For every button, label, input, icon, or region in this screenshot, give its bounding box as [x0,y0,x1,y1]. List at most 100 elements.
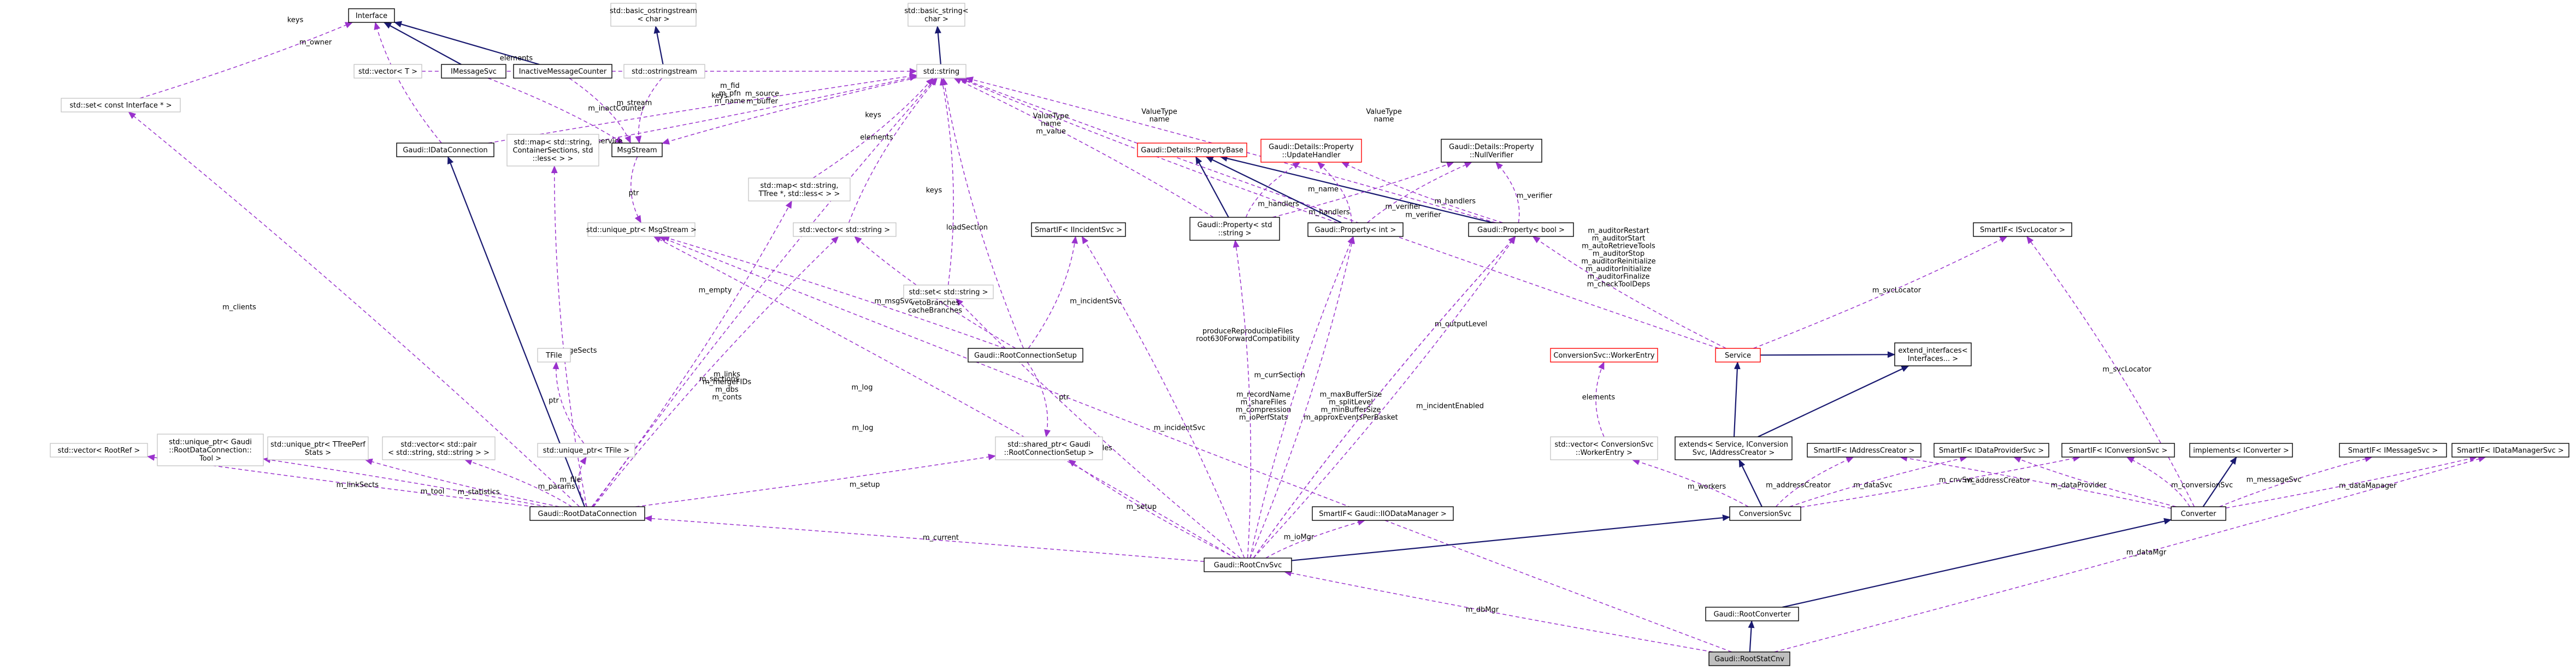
class-node-smartif-iincidentsvc[interactable]: SmartIF< IIncidentSvc > [1031,222,1126,237]
class-node-rootdataconnection[interactable]: Gaudi::RootDataConnection [529,506,645,521]
class-node-unique-ptr-msgstream[interactable]: std::unique_ptr< MsgStream > [586,222,697,237]
class-node-tfile[interactable]: TFile [537,348,571,363]
class-node-rootconnectionsetup[interactable]: Gaudi::RootConnectionSetup [968,348,1083,363]
usage-edge-converter-to-smartif_imessagesvc [2219,455,2373,507]
class-node-box [1312,506,1454,521]
class-node-property-bool[interactable]: Gaudi::Property< bool > [1468,222,1574,237]
class-node-label: SmartIF< IConversionSvc > [2069,447,2168,455]
class-node-rootcnvsvc[interactable]: Gaudi::RootCnvSvc [1204,558,1292,572]
usage-edge-property_bool-to-string [965,76,1496,223]
usage-edge-converter-to-smartif_idatamanagersvc [2225,455,2478,509]
class-node-inactive-message-counter[interactable]: InactiveMessageCounter [513,64,612,79]
edge-label-m-log-conn: m_log [852,424,874,432]
edge-label-m-linksects: m_linkSects [337,481,379,489]
edge-label-m-params: m_params [538,483,575,491]
class-node-unique-ptr-tool[interactable]: std::unique_ptr< Gaudi::RootDataConnecti… [157,434,264,466]
edge-label-m-addresscreator-1: m_addressCreator [1766,482,1831,490]
class-node-rootconverter[interactable]: Gaudi::RootConverter [1705,607,1799,621]
class-node-imessagesvc[interactable]: IMessageSvc [441,64,506,79]
class-node-implements-iconverter[interactable]: implements< IConverter > [2189,443,2293,458]
class-node-details-nullverifier[interactable]: Gaudi::Details::Property::NullVerifier [1441,139,1542,163]
class-node-box [1204,558,1292,572]
class-node-details-propertybase[interactable]: Gaudi::Details::PropertyBase [1137,143,1247,157]
class-node-vector-string[interactable]: std::vector< std::string > [793,222,897,237]
class-node-smartif-iaddresscreator[interactable]: SmartIF< IAddressCreator > [1807,443,1921,458]
usage-edge-vector_workerentry-to-conversionsvc_workerentry [1595,361,1605,437]
class-node-map-ttree[interactable]: std::map< std::string,TTree *, std::less… [748,177,851,201]
class-node-basic-ostringstream[interactable]: std::basic_ostringstream< char > [610,3,697,27]
class-node-conversionsvc[interactable]: ConversionSvc [1729,506,1801,521]
edge-label-m-iomgr: m_ioMgr [1284,533,1314,542]
class-node-label: implements< IConverter > [2193,447,2289,455]
usage-edge-service-to-smartif_isvclocator [1753,236,2008,349]
class-node-label: std::basic_string<char > [904,7,968,23]
class-node-box [1894,342,1972,366]
class-node-box [506,134,599,167]
class-node-conversionsvc-workerentry[interactable]: ConversionSvc::WorkerEntry [1550,348,1658,363]
class-node-idataconnection[interactable]: Gaudi::IDataConnection [396,143,494,157]
usage-edge-rootcnvsvc-to-shared_ptr_rootconnectionsetup [1068,459,1237,559]
class-node-smartif-imessagesvc[interactable]: SmartIF< IMessageSvc > [2339,443,2447,458]
class-node-unique-ptr-tfile[interactable]: std::unique_ptr< TFile > [537,443,635,458]
class-node-string[interactable]: std::string [916,64,966,79]
usage-edge-vector_string-to-string [848,78,938,223]
usage-edge-conversionsvc-to-smartif_iaddresscreator [1775,456,1854,507]
class-node-box [157,434,264,466]
class-node-box [903,284,994,299]
class-node-msgstream[interactable]: MsgStream [611,143,663,157]
usage-edge-rootdataconnection-to-unique_ptr_ttreeperf [364,458,559,507]
edge-label-ptr-msgstream: ptr [629,189,639,198]
class-node-smartif-idatamanagersvc[interactable]: SmartIF< IDataManagerSvc > [2451,443,2569,458]
class-node-smartif-isvclocator[interactable]: SmartIF< ISvcLocator > [1973,222,2072,237]
edge-label-m-datamgr: m_dataMgr [2126,549,2167,557]
usage-edge-property_string-to-details_nullverifier [1272,161,1454,218]
class-node-map-containersections[interactable]: std::map< std::string,ContainerSections,… [506,134,599,167]
class-node-rootstatcnv[interactable]: Gaudi::RootStatCnv [1708,651,1790,666]
usage-edge-rootcnvsvc-to-property_int [1249,236,1354,559]
class-node-vector-pair[interactable]: std::vector< std::pair< std::string, std… [382,436,496,460]
usage-edge-conversionsvc-to-smartif_idataprovidersvc [1789,455,1968,507]
class-node-basic-string[interactable]: std::basic_string<char > [904,3,969,27]
class-node-label: std::basic_ostringstream< char > [610,7,697,23]
class-node-smartif-iconversionsvc[interactable]: SmartIF< IConversionSvc > [2061,443,2175,458]
class-node-label: std::vector< std::pair< std::string, std… [388,441,490,457]
class-node-vector-rootref[interactable]: std::vector< RootRef > [50,443,148,458]
class-node-set-const-interface[interactable]: std::set< const Interface * > [61,98,181,112]
class-node-converter[interactable]: Converter [2171,506,2226,521]
class-node-box [907,3,965,27]
usage-edge-rootdataconnection-to-map_containersections [551,165,587,507]
class-node-vector-t[interactable]: std::vector< T > [353,64,422,79]
class-node-extend-interfaces[interactable]: extend_interfaces<Interfaces... > [1894,342,1972,366]
class-node-box [537,443,635,458]
usage-edge-rootcnvsvc-to-property_bool [1253,236,1516,559]
class-node-box [587,222,695,237]
class-node-ostringstream[interactable]: std::ostringstream [623,64,705,79]
class-node-label: Gaudi::IDataConnection [403,146,487,155]
edge-label-m-dbmgr: m_dbMgr [1466,606,1499,614]
class-node-property-int[interactable]: Gaudi::Property< int > [1307,222,1404,237]
class-node-shared-ptr-rootconnectionsetup[interactable]: std::shared_ptr< Gaudi::RootConnectionSe… [995,436,1103,460]
usage-edge-converter-to-smartif_iaddresscreator [1899,455,2172,509]
class-node-smartif-idataprovidersvc[interactable]: SmartIF< IDataProviderSvc > [1934,443,2049,458]
class-node-property-string[interactable]: Gaudi::Property< std::string > [1189,217,1280,241]
class-node-vector-workerentry[interactable]: std::vector< ConversionSvc::WorkerEntry … [1550,436,1658,460]
class-node-box [50,443,148,458]
edge-label-m-name: m_name [1308,186,1339,194]
edge-label-m-current: m_current [923,533,959,542]
usage-edge-map_ttree-to-string [812,78,934,179]
class-node-set-string[interactable]: std::set< std::string > [903,284,994,299]
class-node-box [2451,443,2569,458]
class-node-service[interactable]: Service [1715,348,1761,363]
inheritance-edge-ostringstream-to-basic_ostringstream [653,26,664,65]
class-node-details-updatehandler[interactable]: Gaudi::Details::Property::UpdateHandler [1260,139,1362,163]
class-node-interface[interactable]: Interface [348,8,395,23]
edge-label-m-stream: m_stream [617,99,652,108]
edge-label-m-handlers-3: m_handlers [1434,198,1476,206]
class-node-label: std::unique_ptr< Gaudi::RootDataConnecti… [169,438,252,463]
edge-label-keys-map-cs: keys [711,92,728,100]
class-node-smartif-iiodatamanager[interactable]: SmartIF< Gaudi::IIODataManager > [1312,506,1454,521]
usage-edge-rootcnvsvc-to-set_string [956,298,1241,559]
